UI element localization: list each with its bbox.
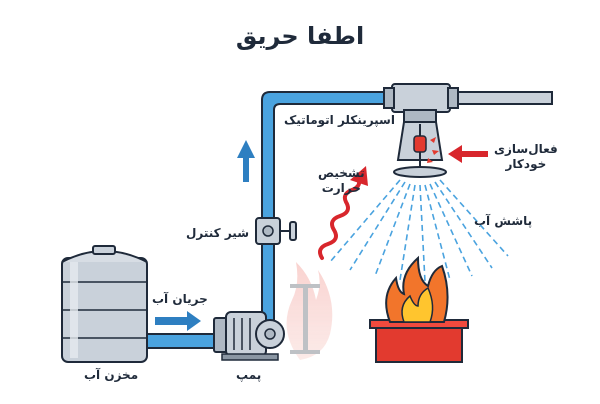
sprinkler-head-icon [393, 121, 447, 178]
pump-icon [213, 311, 285, 361]
fire-icon [369, 255, 469, 363]
label-heat-detection-line2: حرارت [321, 181, 361, 195]
label-water-flow: جریان آب [152, 292, 208, 306]
sprinkler-fitting [383, 83, 459, 123]
label-control-valve: شیر کنترل [186, 226, 249, 240]
flow-up-arrow-icon [237, 140, 255, 182]
label-heat-detection-line1: تشخیص [318, 166, 365, 180]
water-spray-lines [329, 179, 509, 283]
page-title: اطفا حریق [235, 22, 365, 50]
label-pump: پمپ [236, 368, 262, 382]
control-valve-icon [255, 217, 297, 245]
label-heat-detection: تشخیص حرارت [318, 166, 365, 196]
label-sprinkler: اسپرینکلر اتوماتیک [284, 113, 395, 127]
label-activation: فعال‌سازی خودکار [494, 142, 558, 172]
flow-arrow-icon [155, 311, 201, 331]
label-activation-line2: خودکار [505, 157, 547, 171]
heat-wave-arrow-icon [318, 166, 368, 260]
water-tank-icon [61, 245, 148, 363]
label-water-tank: مخزن آب [84, 368, 139, 382]
activation-arrow-icon [448, 145, 488, 163]
watermark-logo-icon [286, 262, 333, 360]
label-activation-line1: فعال‌سازی [494, 142, 558, 156]
label-water-spray: پاشش آب [474, 214, 533, 228]
